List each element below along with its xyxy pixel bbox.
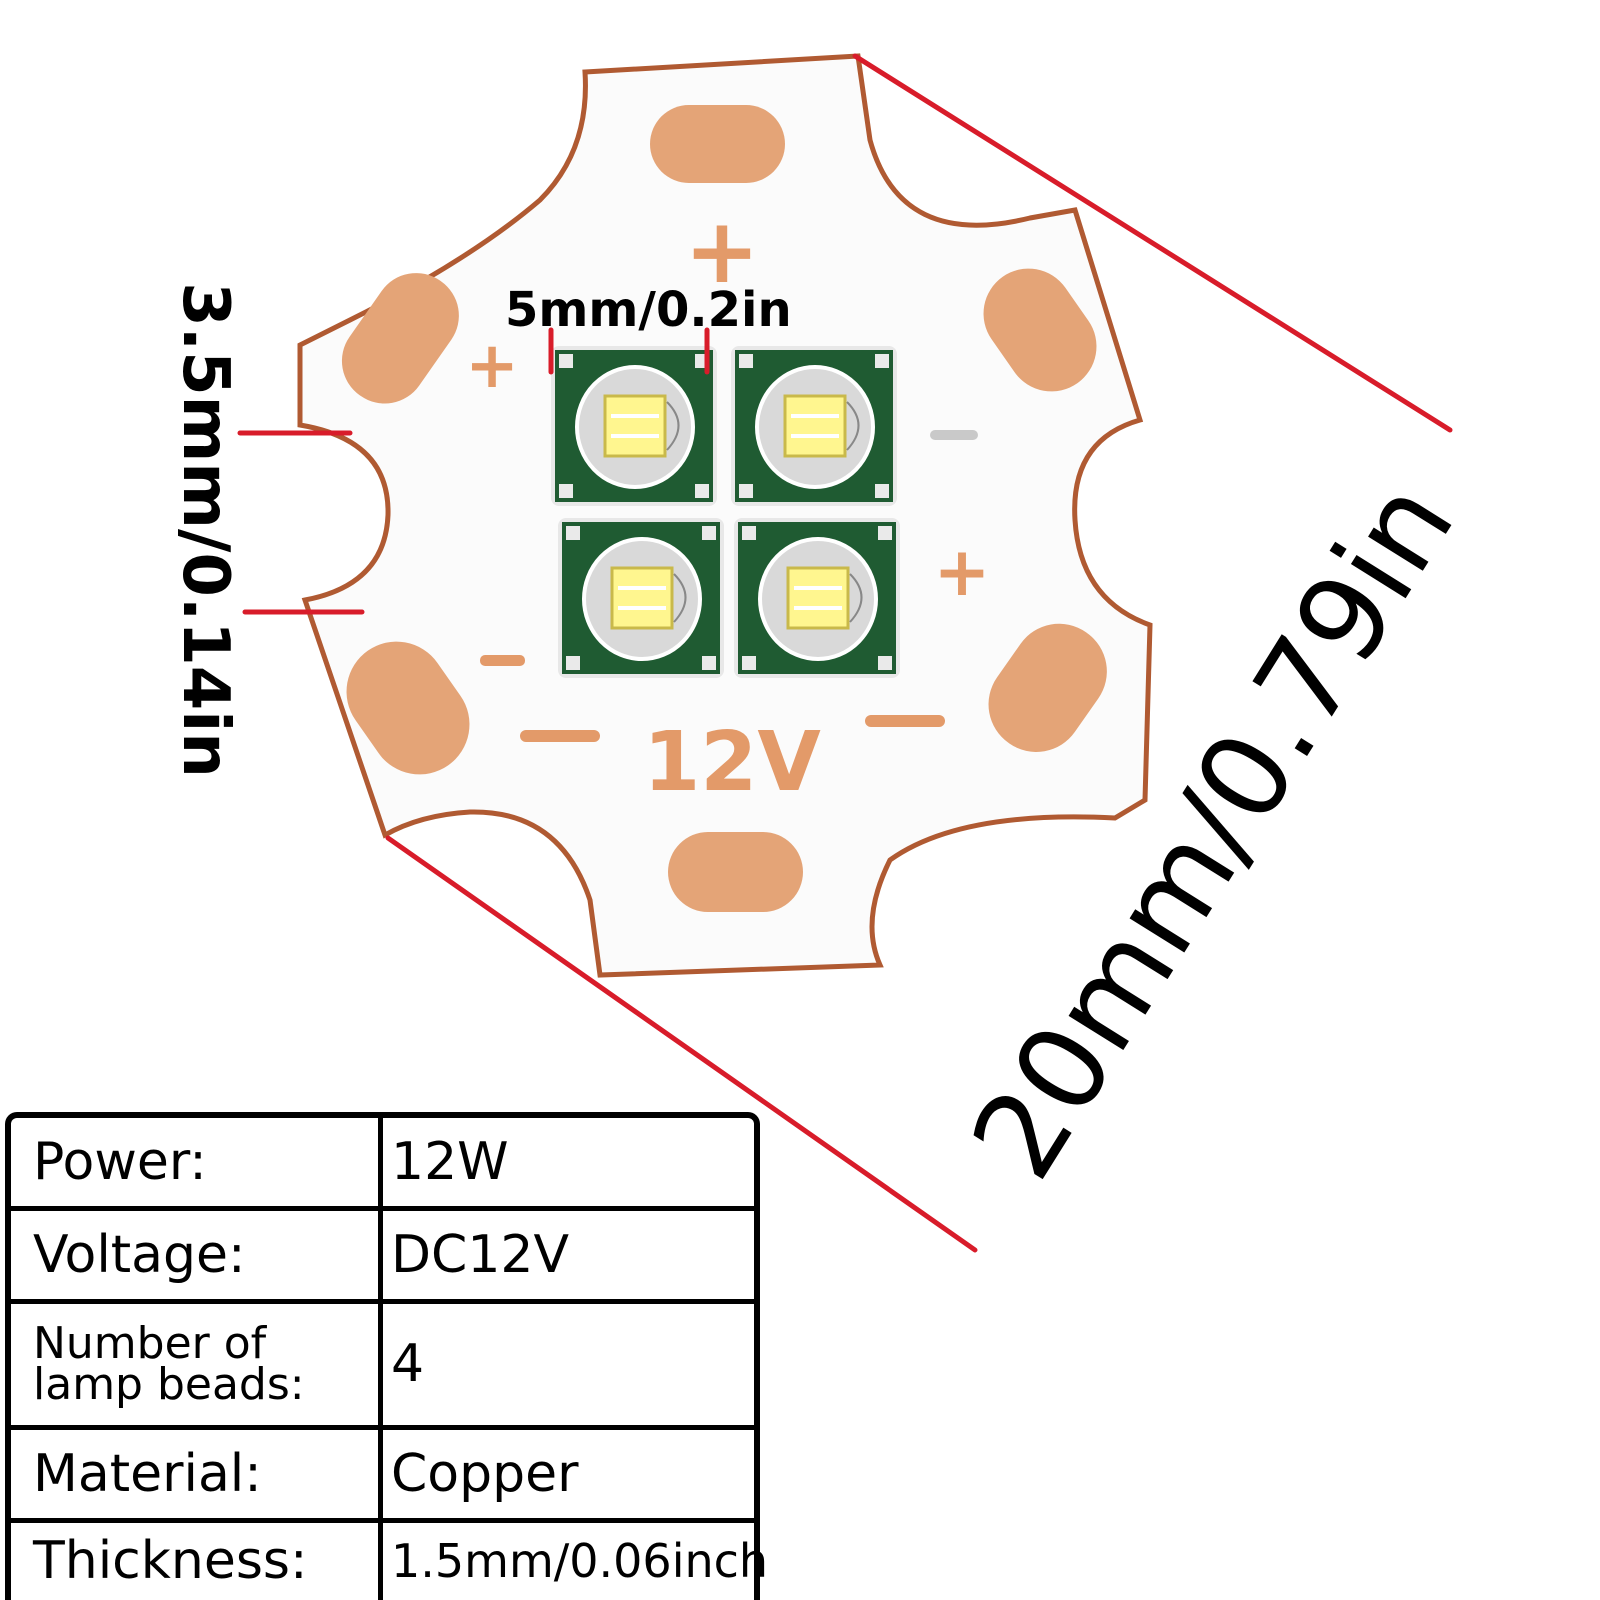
led-chip (786, 566, 850, 630)
minus-marking-left (480, 655, 525, 666)
copper-pad-top-left (341, 273, 459, 404)
led-corner (739, 354, 753, 368)
minus-markings (480, 430, 978, 742)
board-markings: + + + 12V (465, 199, 990, 810)
led-corner (695, 484, 709, 498)
led-corner (559, 484, 573, 498)
spec-label-voltage: Voltage: (11, 1210, 383, 1304)
dimension-lines (237, 53, 1453, 1253)
spec-label-power: Power: (11, 1118, 383, 1211)
led-bond-wire (666, 401, 680, 451)
led-beads (551, 346, 900, 678)
led-corner (566, 526, 580, 540)
led-corner (702, 526, 716, 540)
table-row: Power: 12W (11, 1118, 754, 1211)
plus-marking-top: + (684, 199, 759, 304)
led-corner (878, 656, 892, 670)
led-corner (742, 526, 756, 540)
spec-label-thickness: Thickness: (11, 1522, 383, 1600)
voltage-marking: 12V (643, 715, 821, 810)
spec-label-material: Material: (11, 1430, 383, 1523)
spec-value-material: Copper (383, 1430, 754, 1523)
led-chip (610, 566, 674, 630)
led-bond-wire (846, 401, 860, 451)
led-corner (559, 354, 573, 368)
copper-pad-bottom-left (346, 641, 470, 775)
spec-value-voltage: DC12V (383, 1211, 754, 1304)
minus-marking-right (930, 430, 978, 440)
led-bond-wire (849, 573, 863, 623)
copper-pad-bottom (668, 832, 803, 912)
led-corner (878, 526, 892, 540)
led-bead (551, 346, 717, 506)
led-corner (566, 656, 580, 670)
table-row: Voltage: DC12V (11, 1210, 754, 1304)
plus-marking-left: + (465, 329, 519, 403)
minus-marking-bottom-left (520, 730, 600, 742)
led-bead (558, 518, 724, 678)
led-bead (734, 518, 900, 678)
led-bond-wire (673, 573, 687, 623)
table-row: Number of lamp beads: 4 (11, 1303, 754, 1431)
minus-marking-bottom-right (865, 715, 945, 727)
led-chip (603, 394, 667, 458)
copper-pad-bottom-right (988, 623, 1107, 752)
dimension-line-diag-top (852, 53, 1453, 433)
led-corner (739, 484, 753, 498)
led-bead (731, 346, 897, 506)
spec-value-power: 12W (383, 1118, 754, 1211)
copper-pad-top-right (983, 268, 1097, 392)
led-corner (875, 354, 889, 368)
dimension-line-diag-bottom (385, 835, 978, 1253)
copper-pads (341, 105, 1107, 912)
spec-value-beads: 4 (383, 1304, 754, 1431)
spec-value-thickness: 1.5mm/0.06inch (391, 1534, 769, 1589)
notch-width-label: 3.5mm/0.14in (168, 282, 242, 778)
led-chip (783, 394, 847, 458)
led-corner (742, 656, 756, 670)
plus-marking-right: + (934, 533, 991, 612)
led-corner (875, 484, 889, 498)
copper-pad-top (650, 105, 785, 183)
table-row: Material: Copper (11, 1430, 754, 1523)
spec-table: Power: 12W Voltage: DC12V Number of lamp… (5, 1112, 769, 1600)
led-size-label: 5mm/0.2in (505, 282, 792, 338)
spec-label-beads: Number of lamp beads: (11, 1303, 383, 1431)
table-row: Thickness: 1.5mm/0.06inch (11, 1522, 769, 1600)
led-corner (702, 656, 716, 670)
